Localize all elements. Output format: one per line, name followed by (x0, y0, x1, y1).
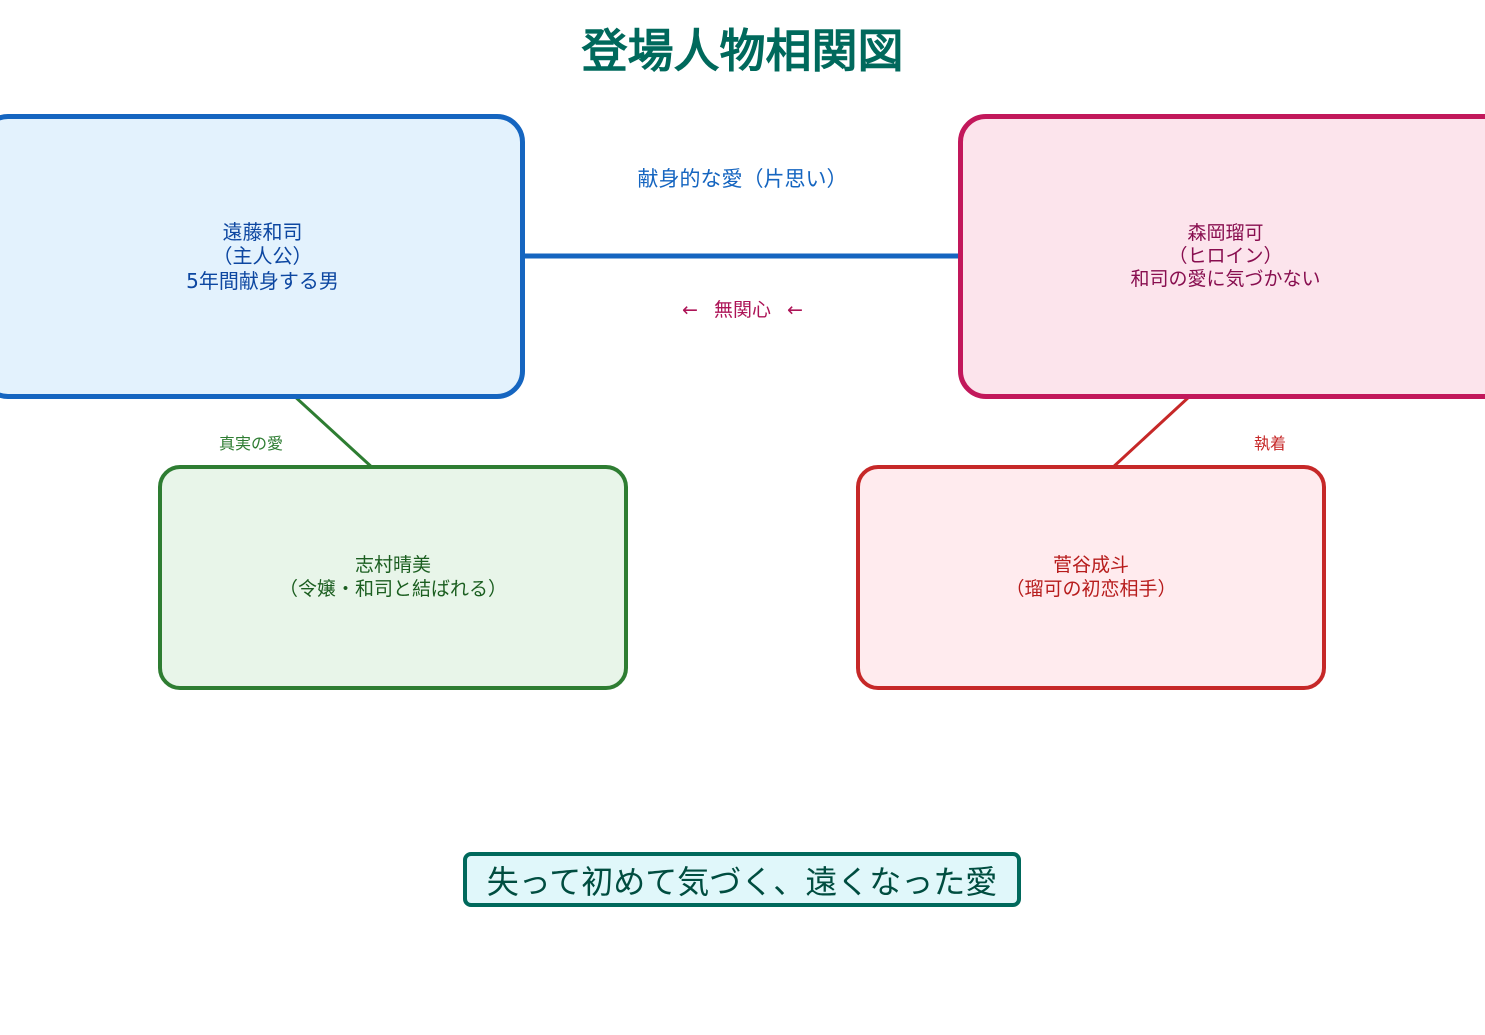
character-label-ruka: 森岡瑠可 （ヒロイン） 和司の愛に気づかない (1130, 221, 1321, 291)
character-node-ruka: 森岡瑠可 （ヒロイン） 和司の愛に気づかない (958, 114, 1485, 399)
character-label-kazushi: 遠藤和司 （主人公） 5年間献身する男 (186, 219, 339, 293)
diagram-title: 登場人物相関図 (581, 24, 904, 78)
footer-caption: 失って初めて気づく、遠くなった愛 (463, 852, 1021, 907)
relation-label-obsession: 執着 (1254, 434, 1287, 453)
relation-label-devotion: 献身的な愛（片思い） (637, 167, 848, 191)
character-node-harumi: 志村晴美 （令嬢・和司と結ばれる） (158, 465, 628, 690)
character-label-harumi: 志村晴美 （令嬢・和司と結ばれる） (278, 554, 507, 600)
relation-label-indifference: ← 無関心 ← (682, 299, 803, 321)
character-node-kazushi: 遠藤和司 （主人公） 5年間献身する男 (0, 114, 525, 399)
relation-label-true-love: 真実の愛 (219, 434, 284, 453)
character-node-naruto: 菅谷成斗 （瑠可の初恋相手） (856, 465, 1326, 690)
character-label-naruto: 菅谷成斗 （瑠可の初恋相手） (1005, 554, 1177, 600)
